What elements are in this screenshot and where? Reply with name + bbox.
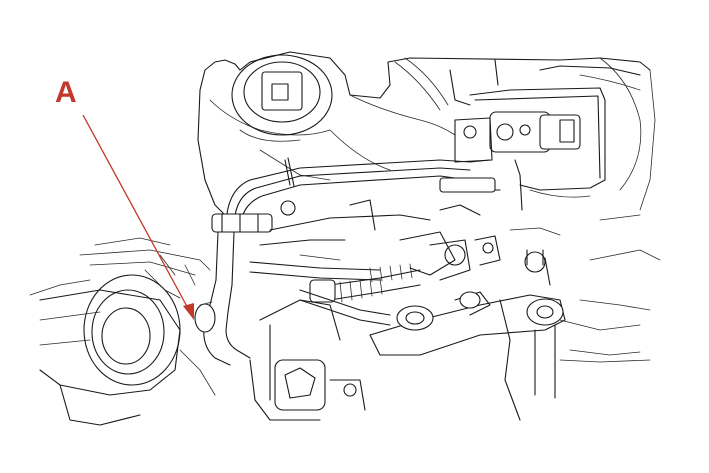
callout-label-a: A (55, 76, 77, 109)
pipe-opening (39, 274, 216, 426)
left-structure (29, 237, 211, 299)
upper-housing (197, 51, 656, 216)
hose-a (194, 231, 251, 366)
sensor-bracket (449, 59, 641, 211)
callout-a-arrowhead (183, 303, 194, 320)
callout-a-leader (82, 114, 191, 313)
bellcrank (369, 249, 651, 399)
linkage-springs (249, 261, 421, 326)
top-boss (231, 54, 333, 142)
lever-plate (399, 204, 501, 281)
central-bracket (249, 199, 431, 421)
right-lower-structure (499, 214, 661, 421)
tube-clip (211, 213, 273, 233)
